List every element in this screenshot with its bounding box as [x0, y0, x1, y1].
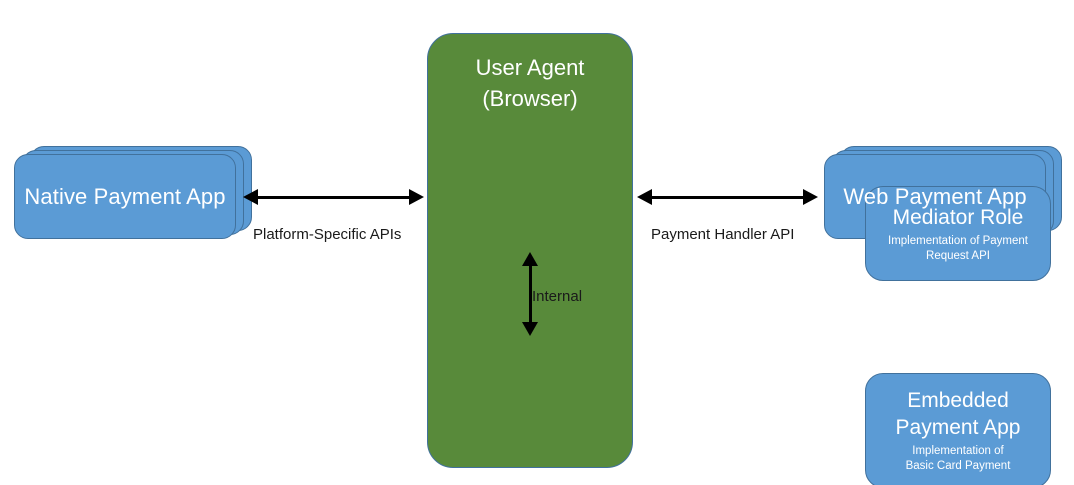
mediator-role-title: Mediator Role: [892, 205, 1024, 229]
arrowhead-down-icon: [522, 322, 538, 336]
edge-mediator-to-web-arrow: [637, 189, 818, 205]
arrow-shaft: [650, 195, 805, 199]
node-mediator-role[interactable]: Mediator Role Implementation of Payment …: [865, 186, 1051, 281]
embedded-payment-app-subtitle: Implementation of Basic Card Payment: [905, 445, 1011, 472]
embedded-payment-app-title: Embedded Payment App: [895, 389, 1021, 439]
arrowhead-right-icon: [803, 189, 818, 205]
node-user-agent-browser[interactable]: User Agent (Browser) Mediator Role Imple…: [427, 33, 1051, 485]
arrowhead-right-icon: [409, 189, 424, 205]
node-native-payment-app[interactable]: Native Payment App: [14, 146, 252, 239]
arrowhead-left-icon: [637, 189, 652, 205]
mediator-role-subtitle: Implementation of Payment Request API: [888, 234, 1028, 262]
web-app-label: Web Payment App: [843, 183, 1027, 209]
edge-native-to-mediator-arrow: [243, 189, 424, 205]
node-embedded-payment-app[interactable]: Embedded Payment App Implementation of B…: [865, 373, 1051, 485]
arrowhead-left-icon: [243, 189, 258, 205]
edge-label-internal: Internal: [532, 288, 583, 305]
edge-label-platform-specific-apis: Platform-Specific APIs: [253, 226, 402, 243]
edge-mediator-to-embedded-arrow: [522, 252, 538, 336]
native-app-label: Native Payment App: [24, 183, 226, 209]
user-agent-title: User Agent (Browser): [475, 55, 585, 111]
arrow-shaft: [256, 195, 411, 199]
native-app-stack-layer-front: [14, 154, 236, 239]
arrowhead-up-icon: [522, 252, 538, 266]
edge-label-payment-handler-api: Payment Handler API: [651, 226, 795, 243]
node-web-payment-app[interactable]: Web Payment App: [824, 146, 1062, 239]
arrow-shaft: [528, 264, 532, 324]
